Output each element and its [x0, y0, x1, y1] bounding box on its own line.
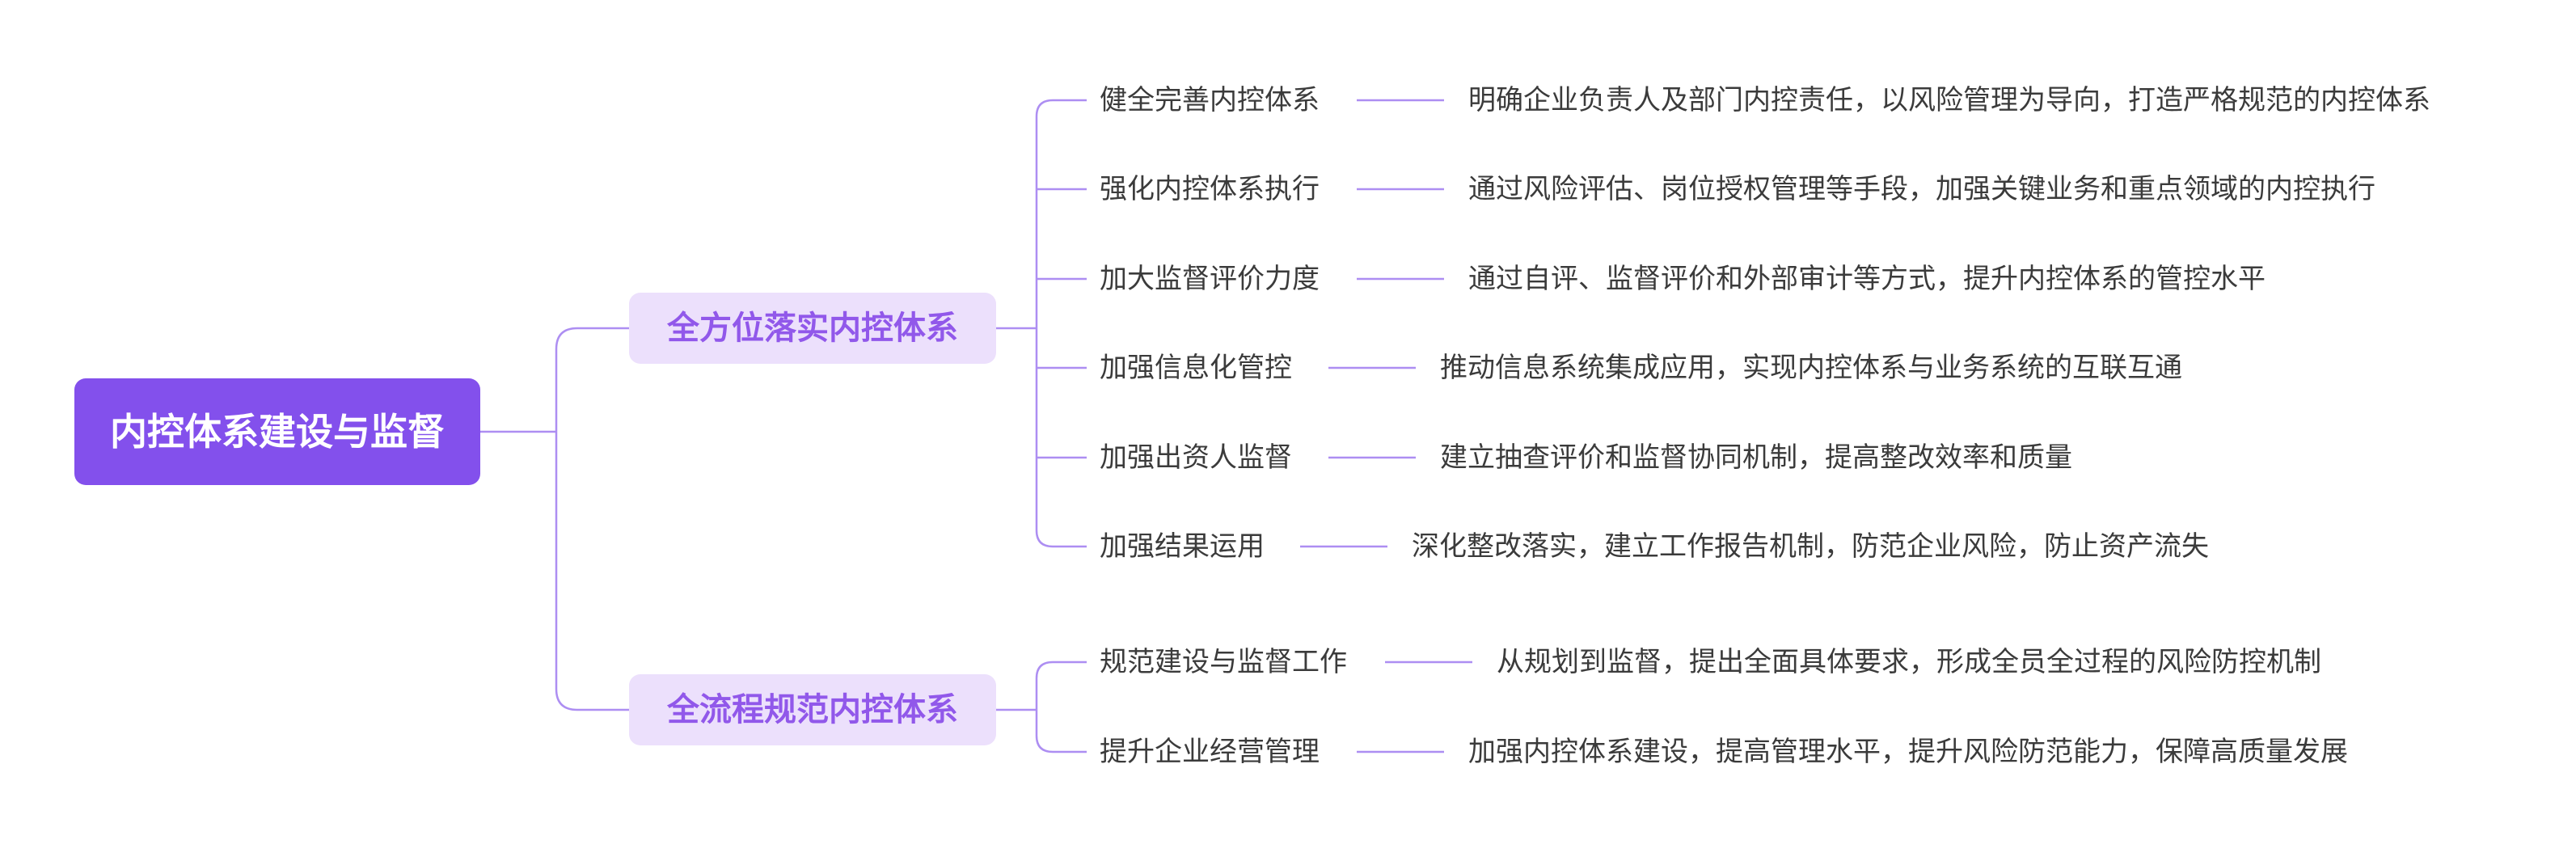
item-node[interactable]: 规范建设与监督工作 [1100, 646, 1347, 678]
item-node[interactable]: 提升企业经营管理 [1100, 736, 1320, 768]
branch-connector [555, 432, 629, 711]
item-label: 规范建设与监督工作 [1100, 646, 1347, 678]
item-label: 加强结果运用 [1100, 530, 1265, 563]
item-node[interactable]: 加强出资人监督 [1100, 441, 1292, 474]
item-label: 强化内控体系执行 [1100, 173, 1320, 205]
description-node[interactable]: 明确企业负责人及部门内控责任，以风险管理为导向，打造严格规范的内控体系 [1468, 84, 2430, 116]
item-node[interactable]: 加强结果运用 [1100, 530, 1265, 563]
item-description: 建立抽查评价和监督协同机制，提高整改效率和质量 [1440, 441, 2072, 474]
item-label: 加强出资人监督 [1100, 441, 1292, 474]
item-description: 明确企业负责人及部门内控责任，以风险管理为导向，打造严格规范的内控体系 [1468, 84, 2430, 116]
branches: 全方位落实内控体系 健全完善内控体系 明确企业负责人及部门内控责任，以风险管理为导向… [629, 84, 2430, 768]
item-connector [1035, 661, 1087, 679]
item-node[interactable]: 强化内控体系执行 [1100, 173, 1320, 205]
description-node[interactable]: 通过自评、监督评价和外部审计等方式，提升内控体系的管控水平 [1468, 263, 2266, 295]
root-node-label: 内控体系建设与监督 [110, 410, 445, 454]
item-label: 健全完善内控体系 [1100, 84, 1320, 116]
item-node[interactable]: 加强信息化管控 [1100, 352, 1292, 384]
root-node[interactable]: 内控体系建设与监督 [74, 378, 480, 485]
item-description: 通过自评、监督评价和外部审计等方式，提升内控体系的管控水平 [1468, 263, 2266, 295]
description-node[interactable]: 通过风险评估、岗位授权管理等手段，加强关键业务和重点领域的内控执行 [1468, 173, 2375, 205]
branch-node[interactable]: 全方位落实内控体系 [629, 293, 996, 364]
description-node[interactable]: 加强内控体系建设，提高管理水平，提升风险防范能力，保障高质量发展 [1468, 736, 2348, 768]
description-node[interactable]: 深化整改落实，建立工作报告机制，防范企业风险，防止资产流失 [1412, 530, 2209, 563]
item-connector [1035, 99, 1087, 117]
branch-node-box [629, 293, 996, 364]
description-node[interactable]: 从规划到监督，提出全面具体要求，形成全员全过程的风险防控机制 [1497, 646, 2321, 678]
item-node[interactable]: 健全完善内控体系 [1100, 84, 1320, 116]
item-description: 通过风险评估、岗位授权管理等手段，加强关键业务和重点领域的内控执行 [1468, 173, 2375, 205]
description-node[interactable]: 推动信息系统集成应用，实现内控体系与业务系统的互联互通 [1440, 352, 2182, 384]
branch-connector [555, 327, 629, 432]
item-label: 加强信息化管控 [1100, 352, 1292, 384]
item-label: 提升企业经营管理 [1100, 736, 1320, 768]
branch-node[interactable]: 全流程规范内控体系 [629, 674, 996, 745]
root-node-box [74, 378, 480, 485]
description-node[interactable]: 建立抽查评价和监督协同机制，提高整改效率和质量 [1440, 441, 2072, 474]
connector-lines [480, 99, 1472, 753]
item-label: 加大监督评价力度 [1100, 263, 1320, 295]
branch-node-label: 全方位落实内控体系 [666, 310, 958, 347]
item-description: 加强内控体系建设，提高管理水平，提升风险防范能力，保障高质量发展 [1468, 736, 2348, 768]
item-description: 推动信息系统集成应用，实现内控体系与业务系统的互联互通 [1440, 352, 2182, 384]
item-node[interactable]: 加大监督评价力度 [1100, 263, 1320, 295]
item-description: 从规划到监督，提出全面具体要求，形成全员全过程的风险防控机制 [1497, 646, 2321, 678]
branch-node-box [629, 674, 996, 745]
branch-node-label: 全流程规范内控体系 [666, 691, 958, 728]
item-connector [1035, 530, 1087, 548]
item-description: 深化整改落实，建立工作报告机制，防范企业风险，防止资产流失 [1412, 530, 2209, 563]
item-connector [1035, 735, 1087, 753]
